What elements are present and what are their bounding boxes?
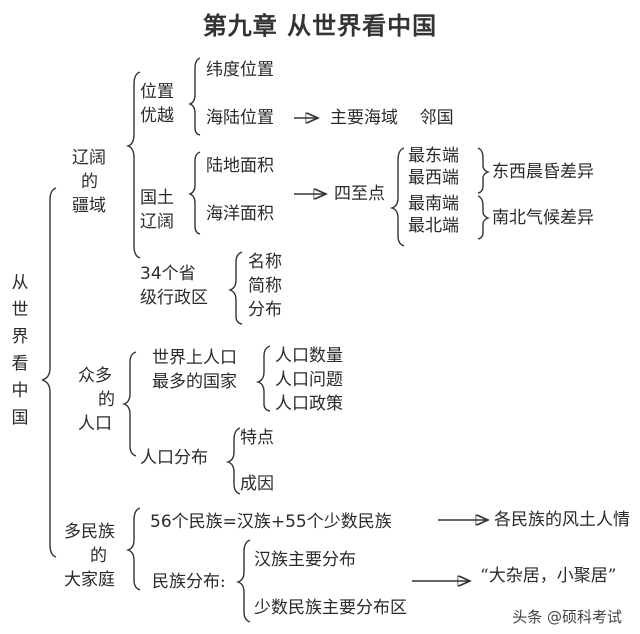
location-item-sealand: 海陆位置 xyxy=(206,108,274,128)
provinces-label-1: 34个省 xyxy=(140,264,196,284)
root-bracket xyxy=(41,187,57,558)
watermark: 头条 @硕科考试 xyxy=(512,608,622,626)
ethnic-dist-han: 汉族主要分布 xyxy=(254,550,356,570)
most-label-1: 世界上人口 xyxy=(152,348,237,368)
population-label-2: 的 xyxy=(98,390,115,410)
land-item-area: 陆地面积 xyxy=(206,156,274,176)
ethdist-bracket xyxy=(235,539,251,623)
page-title: 第九章 从世界看中国 xyxy=(202,12,438,40)
land-result: 四至点 xyxy=(334,184,385,204)
land-bracket xyxy=(188,151,201,235)
most-item-policy: 人口政策 xyxy=(275,394,343,414)
popdist-bracket xyxy=(225,427,241,495)
diff-east-west: 东西晨昏差异 xyxy=(492,162,594,182)
popdist-item-features: 特点 xyxy=(240,428,274,448)
ethnic-label-1: 多民族 xyxy=(64,522,115,542)
extreme-south: 最南端 xyxy=(408,194,459,214)
ethnic-label-3: 大家庭 xyxy=(64,570,115,590)
territory-bracket xyxy=(125,71,141,259)
most-item-problems: 人口问题 xyxy=(275,370,343,390)
extreme-west: 最西端 xyxy=(408,168,459,188)
ethnic-composition-result: 各民族的风土人情 xyxy=(494,510,630,530)
land-label-1: 国土 xyxy=(140,188,174,208)
territory-label-2: 的 xyxy=(81,172,98,192)
ns-brace xyxy=(477,195,490,240)
most-bracket xyxy=(255,345,271,412)
root-label: 从世界看中国 xyxy=(11,273,29,428)
most-item-size: 人口数量 xyxy=(275,346,343,366)
ew-brace xyxy=(477,147,490,194)
ethnic-dist-minority: 少数民族主要分布区 xyxy=(254,598,407,618)
ethnic-distribution-label: 民族分布: xyxy=(152,572,226,592)
location-label-1: 位置 xyxy=(140,82,174,102)
location-bracket xyxy=(188,57,201,136)
location-label-2: 优越 xyxy=(140,106,174,126)
territory-label-1: 辽阔 xyxy=(72,148,106,168)
location-result: 主要海域 邻国 xyxy=(330,108,454,128)
provinces-label-2: 级行政区 xyxy=(140,288,208,308)
provinces-item-distribution: 分布 xyxy=(248,300,282,320)
ethnic-composition: 56个民族=汉族+55个少数民族 xyxy=(150,512,392,532)
ethnic-bracket xyxy=(125,507,141,591)
provinces-bracket xyxy=(227,251,243,325)
extremes-bracket xyxy=(389,147,405,247)
ethnic-distribution-result: “大杂居，小聚居” xyxy=(480,566,617,586)
land-label-2: 辽阔 xyxy=(140,212,174,232)
popdist-label: 人口分布 xyxy=(140,448,208,468)
population-label-3: 人口 xyxy=(78,414,112,434)
provinces-item-name: 名称 xyxy=(248,252,282,272)
extreme-north: 最北端 xyxy=(408,216,459,236)
population-bracket xyxy=(121,351,137,457)
ethnic-label-2: 的 xyxy=(90,546,107,566)
extreme-east: 最东端 xyxy=(408,146,459,166)
diff-north-south: 南北气候差异 xyxy=(492,208,594,228)
most-label-2: 最多的国家 xyxy=(152,372,237,392)
land-item-sea-area: 海洋面积 xyxy=(206,204,274,224)
population-label-1: 众多 xyxy=(78,366,112,386)
provinces-item-abbr: 简称 xyxy=(248,276,282,296)
popdist-item-causes: 成因 xyxy=(240,474,274,494)
location-item-latitude: 纬度位置 xyxy=(206,60,274,80)
territory-label-3: 疆域 xyxy=(72,196,106,216)
